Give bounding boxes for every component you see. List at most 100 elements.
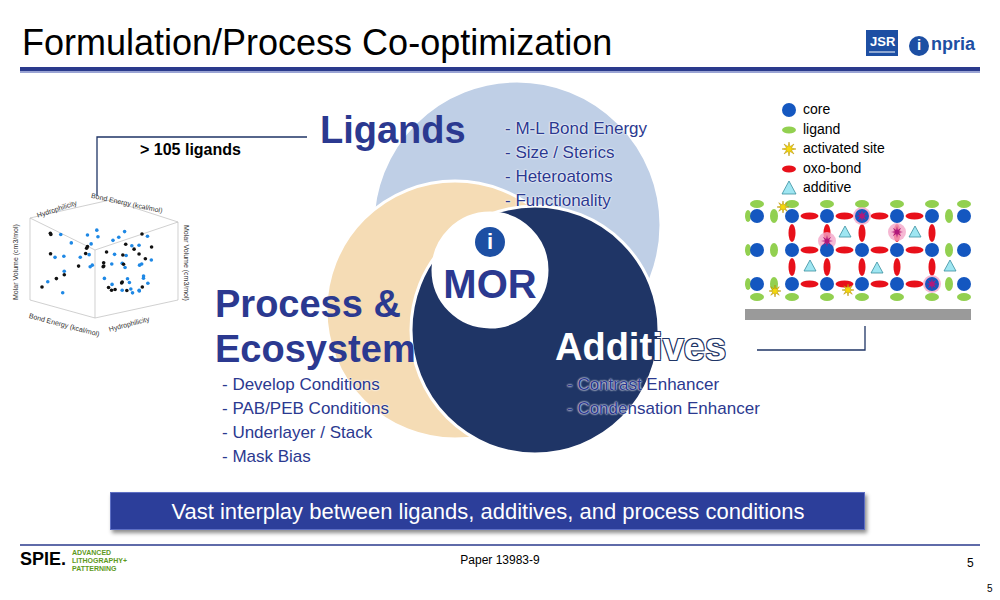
bullet-item: - Contrast Enhancer [567,374,719,396]
data-point [150,245,154,249]
ligand [770,209,778,223]
core [890,209,904,223]
data-point [53,256,57,260]
ligand [925,200,939,208]
data-point [137,289,141,293]
ligand [770,243,778,257]
legend-text: oxo-bond [803,160,861,177]
data-point [40,285,44,289]
circle-heading: Ligands [320,108,466,153]
bullet-item: - Size / Sterics [505,142,615,164]
ligand [820,293,834,301]
data-point [142,274,146,278]
core [750,209,764,223]
page-number: 5 [967,556,974,570]
data-point [84,252,88,256]
data-point [124,254,128,258]
leader-line [97,137,307,196]
page-number: 5 [987,583,993,594]
oxo-bond [859,224,866,242]
activated-site [769,285,781,297]
oxo-bond [789,258,796,276]
legend-text: activated site [803,140,885,157]
data-point [117,235,121,239]
data-point [130,244,134,248]
data-point [96,235,100,239]
footer-rule [20,544,980,546]
core [957,277,971,291]
legend-text: additive [803,179,851,196]
activated-site [777,201,789,213]
activated-site [842,284,854,296]
core [820,209,834,223]
data-point [111,239,115,243]
plot-axes [30,200,178,318]
oxo-bond [801,247,819,254]
data-point [61,291,65,295]
data-point [144,257,148,261]
legend-sample [782,142,796,156]
data-point [110,262,114,266]
data-point [138,289,142,293]
activation-glow [888,223,906,241]
ligand [957,293,971,301]
oxo-bond [836,247,854,254]
jsr-logo-box [866,30,898,56]
data-point [113,288,117,292]
bullet-item: - Develop Conditions [222,374,380,396]
oxo-bond [929,224,936,242]
bullet-item: - Mask Bias [222,446,311,468]
legend-swatch [781,180,799,196]
oxo-bond [871,213,889,220]
circle-heading: Process & Ecosystem [215,282,445,372]
inpria-logo-icon [909,36,929,56]
ligand [945,277,953,291]
data-point [146,281,150,285]
bullet-item: - M-L Bond Energy [505,118,647,140]
additive [944,260,956,271]
data-point [113,253,117,257]
oxo-bond [824,258,831,276]
data-point [137,244,141,248]
data-point [62,254,66,258]
oxo-bond [871,247,889,254]
data-point [140,232,144,236]
core [957,243,971,257]
bullet-item: - Heteroatoms [505,166,613,188]
ligand [945,209,953,223]
oxo-bond [871,281,889,288]
core [785,277,799,291]
data-point [59,233,63,237]
legend-swatch [781,102,799,118]
center-disc [433,213,547,327]
legend-sample [782,103,796,117]
data-point [110,288,114,292]
activation-glow [853,207,871,225]
lattice-illustration [745,200,971,320]
oxo-bond [929,258,936,276]
callout-note: > 105 ligands [140,141,241,159]
data-point [69,241,73,245]
ligand [820,200,834,208]
bullet-item: - Functionality [505,190,611,212]
data-point [131,291,135,295]
data-point [126,277,130,281]
axis-label: Hydrophilicity [36,199,78,219]
data-point [132,247,136,251]
data-point [120,288,124,292]
data-point [87,253,91,257]
bullet-item: - Condensation Enhancer [567,398,760,420]
data-point [122,262,126,266]
logo-icon-disc [475,227,505,257]
core [855,277,869,291]
paper-number: Paper 13983-9 [460,553,539,567]
oxo-bond [801,213,819,220]
data-point [146,234,150,238]
additive [804,260,816,271]
data-point [137,252,141,256]
ligand [785,293,799,301]
additive [909,226,921,237]
core [855,243,869,257]
substrate [745,309,971,320]
legend-swatch [781,161,799,177]
